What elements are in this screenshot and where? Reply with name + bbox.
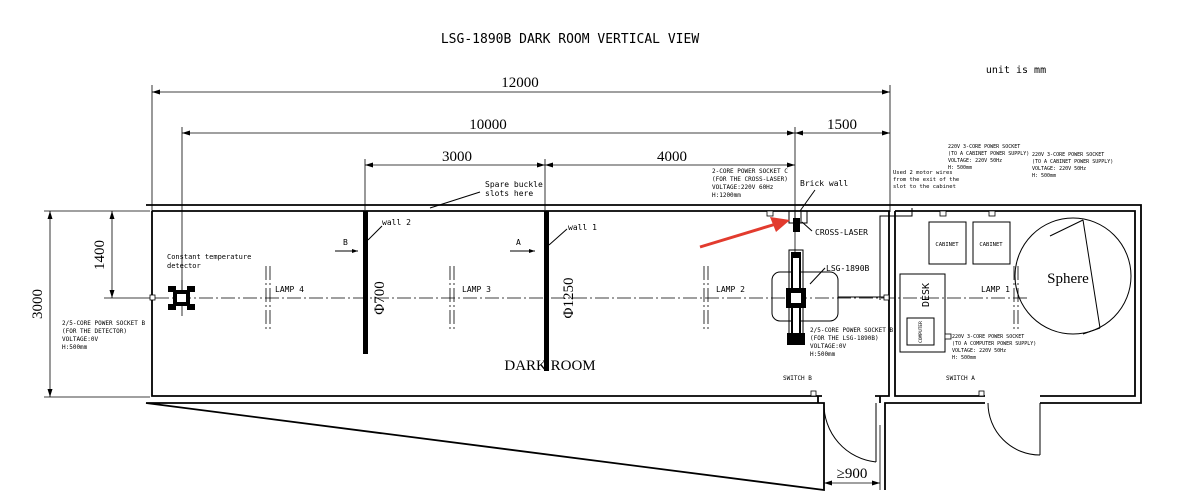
socket-b-right-line1: 2/5-CORE POWER SOCKET B bbox=[810, 327, 893, 334]
dim-3000: 3000 bbox=[442, 149, 472, 165]
cabinet-1 bbox=[928, 221, 967, 265]
wall-2-label: wall 2 bbox=[382, 218, 411, 227]
lamp-4-label: LAMP 4 bbox=[275, 285, 304, 294]
dim-1400-height: 1400 bbox=[92, 240, 108, 270]
desk bbox=[899, 273, 946, 353]
switch-a-label: SWITCH A bbox=[946, 375, 975, 382]
brick-wall-label: Brick wall bbox=[800, 179, 848, 188]
socket-b-left-line4: H:500mm bbox=[62, 344, 88, 351]
socket-c bbox=[766, 210, 774, 217]
socket-c-line4: H:1200mm bbox=[712, 192, 741, 199]
cross-laser-label: CROSS-LASER bbox=[815, 228, 868, 237]
socket-computer bbox=[944, 333, 952, 340]
wall-1-label: wall 1 bbox=[568, 223, 597, 232]
socket-cab2-line4: H: 500mm bbox=[1032, 173, 1056, 179]
marker-b: B bbox=[343, 238, 348, 247]
switch-b-label: SWITCH B bbox=[783, 375, 812, 382]
dimension-arrowheads bbox=[47, 89, 890, 486]
red-pointer-arrow bbox=[699, 217, 790, 249]
socket-comp-line3: VOLTAGE: 220V 50Hz bbox=[952, 348, 1006, 354]
socket-b-detector bbox=[149, 294, 156, 301]
detector-label-line1: Constant temperature bbox=[167, 253, 251, 261]
socket-b-right-line3: VOLTAGE:0V bbox=[810, 343, 847, 350]
socket-b-left-line3: VOLTAGE:0V bbox=[62, 336, 99, 343]
socket-cab2-line2: (TO A CABINET POWER SUPPLY) bbox=[1032, 159, 1113, 165]
lamp-1-label: LAMP 1 bbox=[981, 285, 1010, 294]
dim-12000: 12000 bbox=[501, 75, 539, 91]
motor-wires-line3: slot to the cabinet bbox=[893, 184, 956, 190]
room-walls bbox=[145, 204, 1142, 492]
socket-comp-line4: H: 500mm bbox=[952, 355, 976, 361]
socket-comp-line2: (TO A COMPUTER POWER SUPPLY) bbox=[952, 341, 1036, 347]
computer bbox=[906, 317, 935, 346]
dim-3000-height: 3000 bbox=[30, 289, 46, 319]
socket-c-line3: VOLTAGE:220V 60Hz bbox=[712, 184, 774, 191]
socket-b-right-line2: (FOR THE LSG-1890B) bbox=[810, 335, 879, 342]
motor-wires-line1: Used 2 motor wires bbox=[893, 170, 953, 176]
drawing-title: LSG-1890B DARK ROOM VERTICAL VIEW bbox=[441, 32, 699, 47]
switch-a bbox=[978, 390, 985, 397]
socket-c-line2: (FOR THE CROSS-LASER) bbox=[712, 176, 788, 183]
cabinet-2 bbox=[972, 221, 1011, 265]
baffle-walls bbox=[363, 211, 549, 371]
dim-4000: 4000 bbox=[657, 149, 687, 165]
socket-b-left-line1: 2/5-CORE POWER SOCKET B bbox=[62, 320, 145, 327]
spare-buckle-label-line1: Spare buckle bbox=[485, 180, 543, 189]
unit-note: unit is mm bbox=[986, 65, 1046, 76]
motor-wires-line2: from the exit of the bbox=[893, 177, 959, 183]
socket-c-line1: 2-CORE POWER SOCKET C bbox=[712, 168, 788, 175]
dim-10000: 10000 bbox=[469, 117, 507, 133]
lsg-label: LSG-1890B bbox=[826, 264, 870, 273]
desk-label: DESK bbox=[921, 283, 932, 307]
socket-cabinet-1 bbox=[939, 210, 947, 217]
cabinet-2-label: CABINET bbox=[979, 242, 1003, 248]
integrating-sphere bbox=[1014, 217, 1132, 335]
doors bbox=[823, 402, 1041, 463]
diameter-700: Φ700 bbox=[372, 281, 388, 314]
socket-cab1-line3: VOLTAGE: 220V 50Hz bbox=[948, 158, 1002, 164]
switch-b bbox=[810, 390, 817, 397]
socket-cab2-line1: 220V 3-CORE POWER SOCKET bbox=[1032, 152, 1104, 158]
computer-label: COMPUTER bbox=[918, 321, 924, 343]
detector-label-line2: detector bbox=[167, 262, 201, 270]
marker-a: A bbox=[516, 238, 521, 247]
dim-1500: 1500 bbox=[827, 117, 857, 133]
socket-b-left-line2: (FOR THE DETECTOR) bbox=[62, 328, 127, 335]
socket-cab2-line3: VOLTAGE: 220V 50Hz bbox=[1032, 166, 1086, 172]
constant-temperature-detector bbox=[168, 286, 195, 310]
socket-cabinet-2 bbox=[988, 210, 996, 217]
brick-wall bbox=[788, 210, 808, 224]
spare-buckle-label-line2: slots here bbox=[485, 189, 533, 198]
cabinet-1-label: CABINET bbox=[935, 242, 959, 248]
sphere-label: Sphere bbox=[1047, 271, 1089, 287]
socket-b-lsg bbox=[883, 294, 890, 301]
lamp-3-label: LAMP 3 bbox=[462, 285, 491, 294]
socket-cab1-line2: (TO A CABINET POWER SUPPLY) bbox=[948, 151, 1029, 157]
socket-cab1-line4: H: 500mm bbox=[948, 165, 972, 171]
socket-cab1-line1: 220V 3-CORE POWER SOCKET bbox=[948, 144, 1020, 150]
socket-b-right-line4: H:500mm bbox=[810, 351, 836, 358]
motor-wire-route bbox=[879, 208, 913, 300]
lsg-1890b-goniometer bbox=[771, 218, 839, 345]
dim-door-width: ≥900 bbox=[837, 466, 868, 482]
dark-room-label: DARK ROOM bbox=[504, 358, 595, 374]
lamp-lines bbox=[265, 266, 1019, 330]
spare-buckle-leader bbox=[429, 191, 481, 209]
diameter-1250: Φ1250 bbox=[561, 278, 577, 319]
socket-comp-line1: 220V 3-CORE POWER SOCKET bbox=[952, 334, 1024, 340]
lamp-2-label: LAMP 2 bbox=[716, 285, 745, 294]
